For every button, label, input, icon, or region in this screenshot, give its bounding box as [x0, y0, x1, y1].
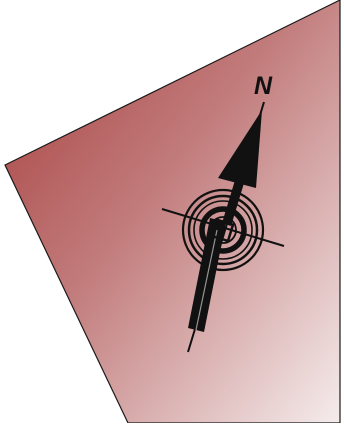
north-label: N [254, 72, 273, 100]
